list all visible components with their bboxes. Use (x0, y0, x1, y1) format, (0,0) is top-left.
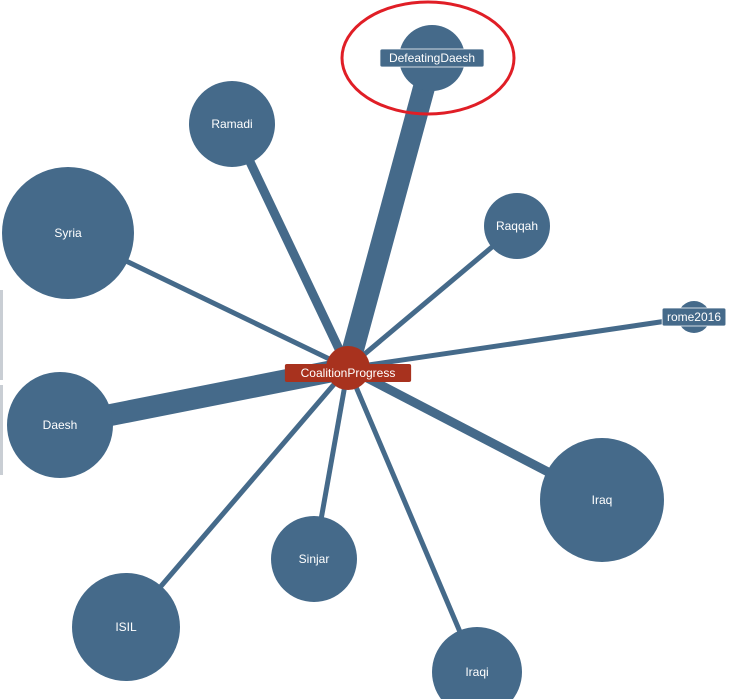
node-center-coalition-progress[interactable]: CoalitionProgress (284, 346, 412, 390)
link-isil (124, 366, 350, 629)
node-isil[interactable]: ISIL (72, 573, 180, 681)
node-label-isil: ISIL (115, 620, 137, 634)
node-label-syria: Syria (54, 226, 82, 240)
node-syria[interactable]: Syria (2, 167, 134, 299)
left-edge-strip-upper (0, 290, 3, 380)
node-circle-sinjar[interactable] (271, 516, 357, 602)
left-edge-strip-lower (0, 385, 3, 475)
node-circle-isil[interactable] (72, 573, 180, 681)
center-node-label-box (284, 364, 412, 382)
node-circle-raqqah[interactable] (484, 193, 550, 259)
node-circle-iraq[interactable] (540, 438, 664, 562)
node-circle-daesh[interactable] (7, 372, 113, 478)
node-label-iraqi: Iraqi (465, 665, 488, 679)
node-label-ramadi: Ramadi (211, 117, 252, 131)
node-label-rome2016: rome2016 (667, 310, 721, 324)
node-ramadi[interactable]: Ramadi (189, 81, 275, 167)
node-sinjar[interactable]: Sinjar (271, 516, 357, 602)
center-layer: CoalitionProgress (284, 346, 412, 390)
node-circle-iraqi[interactable] (432, 627, 522, 699)
node-iraq[interactable]: Iraq (540, 438, 664, 562)
node-label-daesh: Daesh (43, 418, 78, 432)
node-raqqah[interactable]: Raqqah (484, 193, 550, 259)
center-node-label: CoalitionProgress (301, 366, 396, 380)
node-label-sinjar: Sinjar (299, 552, 330, 566)
link-rome2016 (347, 314, 695, 371)
highlight-ring (340, 0, 516, 116)
node-label-box-rome2016 (661, 307, 727, 327)
node-label-defeating-daesh: DefeatingDaesh (389, 51, 475, 65)
node-daesh[interactable]: Daesh (7, 372, 113, 478)
node-label-iraq: Iraq (592, 493, 613, 507)
node-rome2016[interactable]: rome2016 (661, 301, 727, 333)
link-raqqah (346, 224, 519, 370)
node-label-raqqah: Raqqah (496, 219, 538, 233)
link-defeating-daesh (337, 55, 443, 371)
link-iraqi (345, 367, 480, 673)
node-circle-ramadi[interactable] (189, 81, 275, 167)
node-circle-syria[interactable] (2, 167, 134, 299)
link-ramadi (227, 122, 353, 370)
node-label-box-defeating-daesh (379, 48, 485, 68)
node-defeating-daesh[interactable]: DefeatingDaesh (379, 25, 485, 91)
node-iraqi[interactable]: Iraqi (432, 627, 522, 699)
